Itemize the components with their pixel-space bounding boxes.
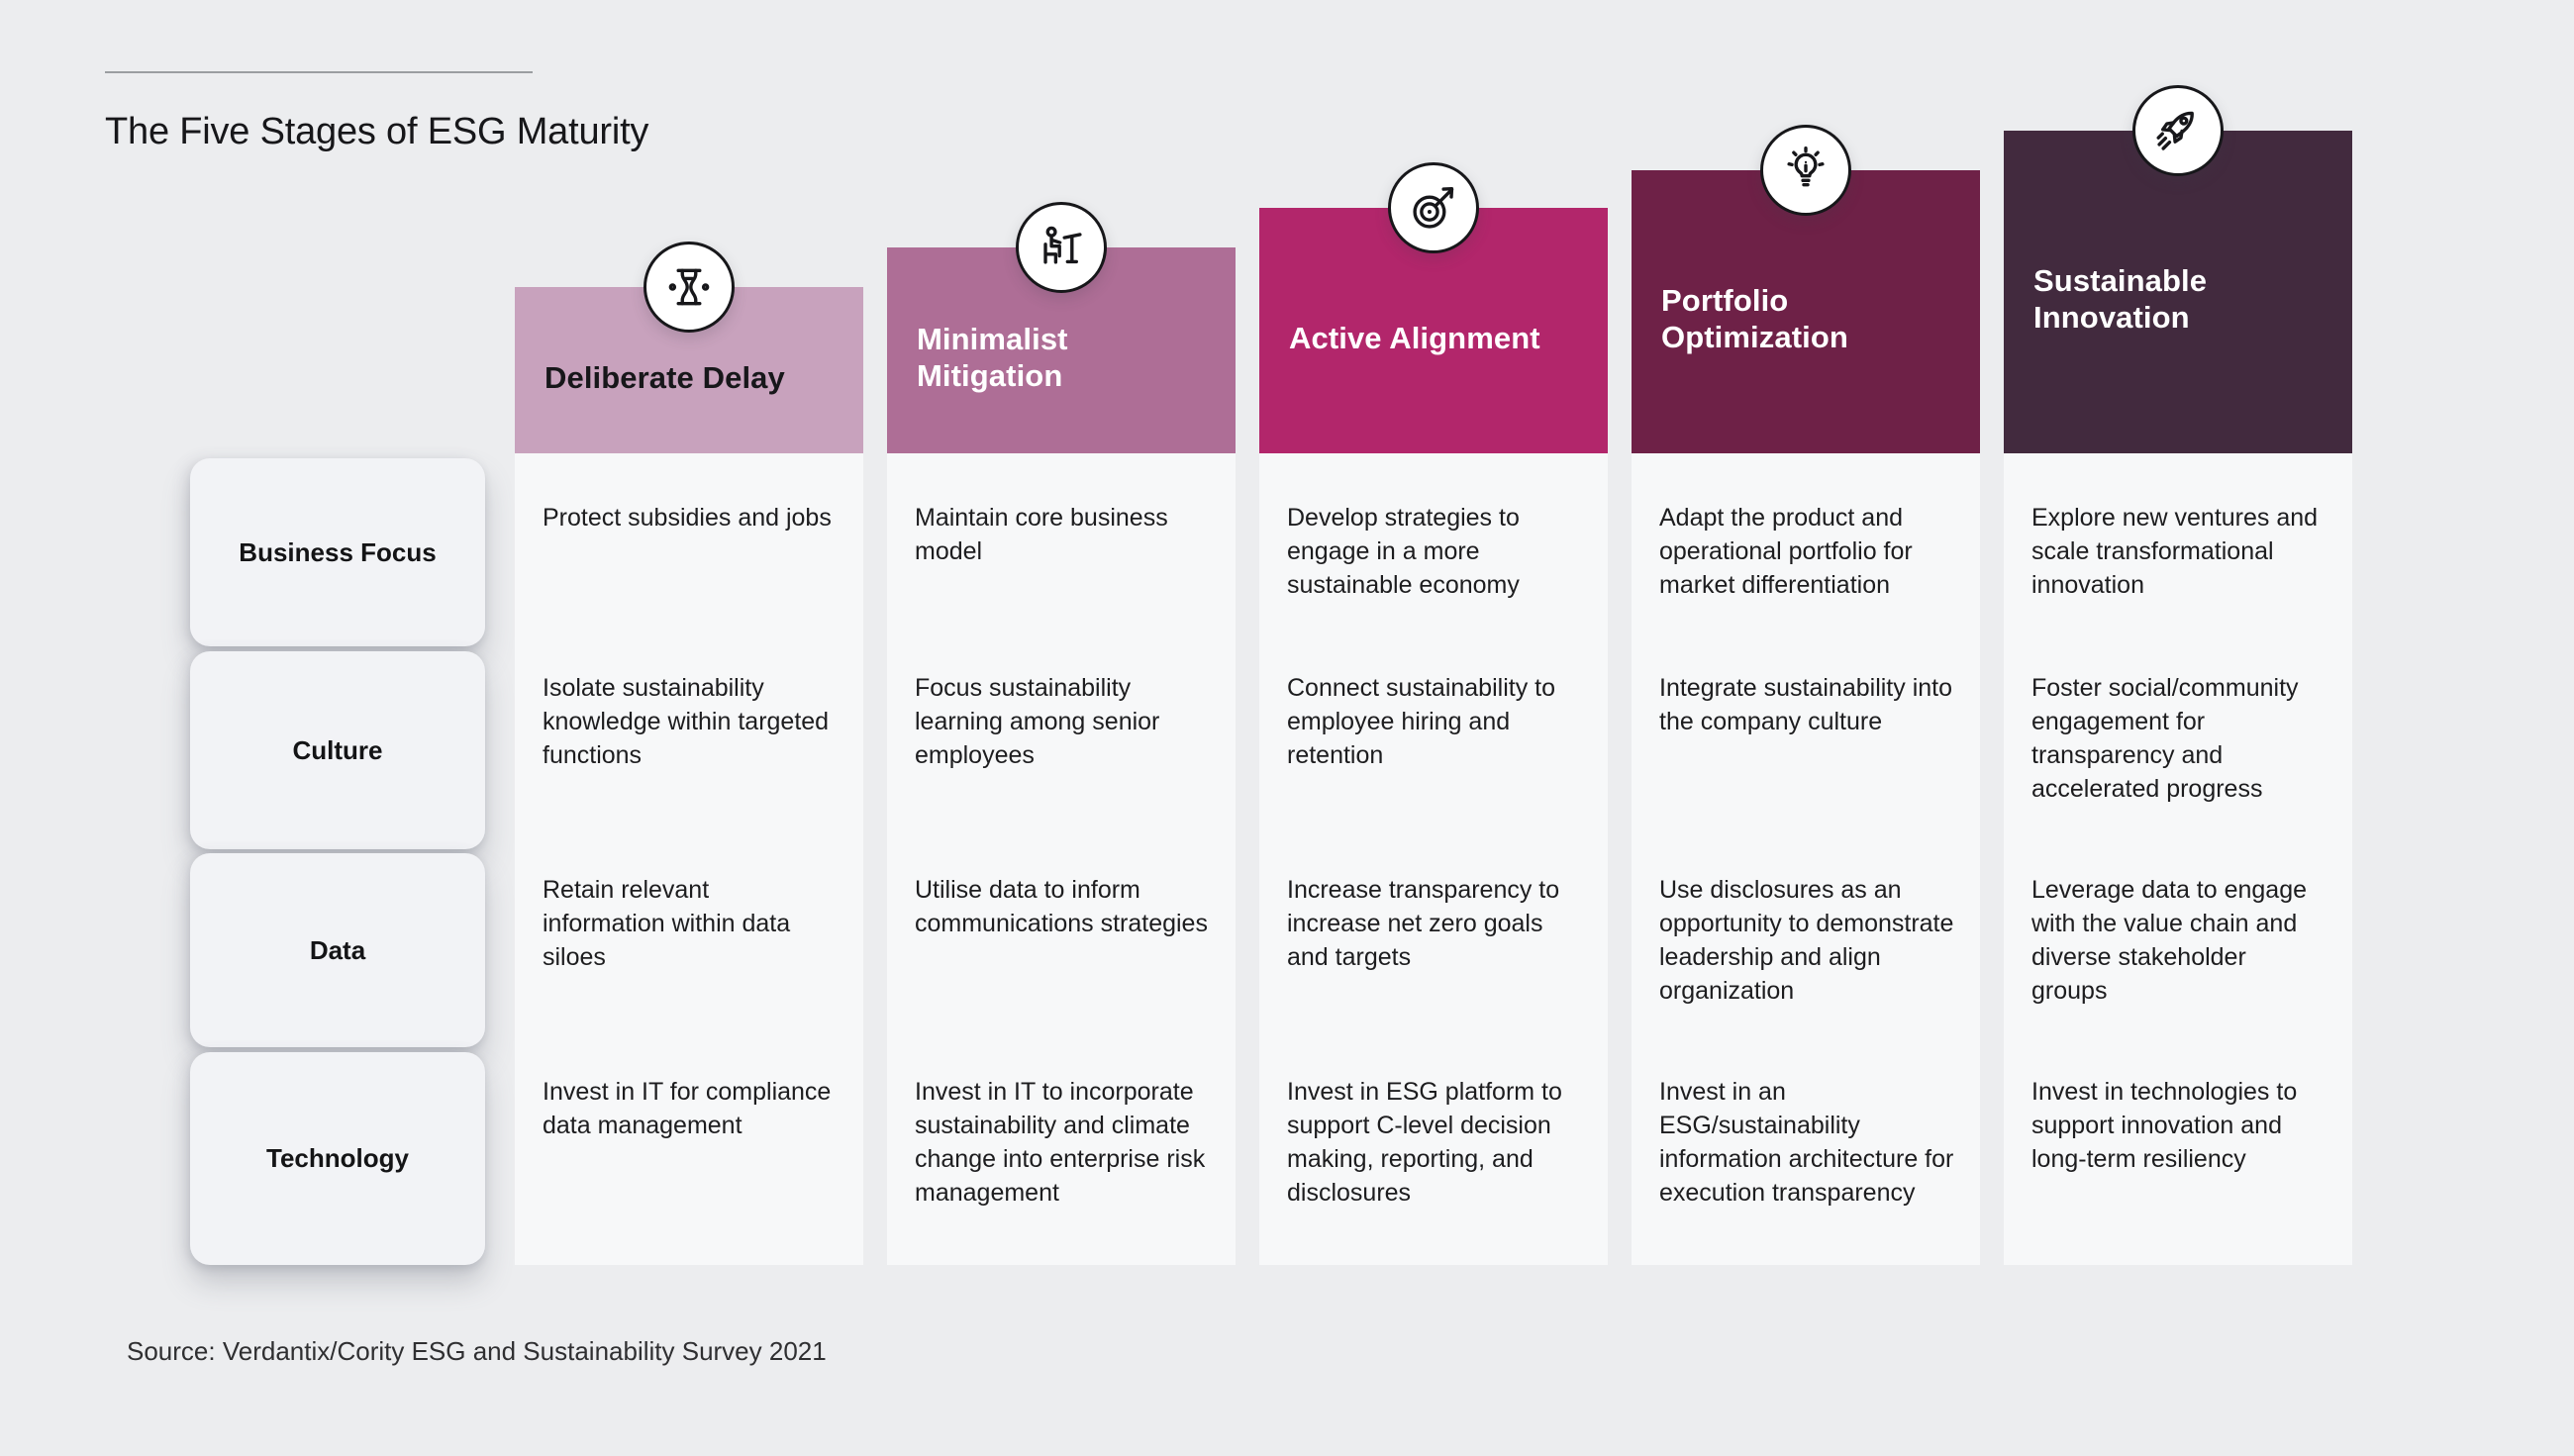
row-labels-column: Business Focus Culture Data Technology bbox=[0, 0, 515, 1456]
lightbulb-icon bbox=[1787, 146, 1825, 187]
stage-title: Active Alignment bbox=[1289, 320, 1540, 355]
row-label-technology: Technology bbox=[190, 1052, 485, 1265]
stage-body bbox=[515, 453, 863, 1265]
stage-column-sustainable-innovation: Sustainable Innovation Explore new ventu… bbox=[2004, 0, 2352, 1456]
row-label-business-focus: Business Focus bbox=[190, 458, 485, 646]
target-arrow-icon bbox=[1413, 186, 1454, 229]
stage-column-active-alignment: Active Alignment Develop strategies to e… bbox=[1259, 0, 1608, 1456]
stage-cell-technology: Invest in technologies to support innova… bbox=[2031, 1078, 2298, 1173]
stage-cell-technology: Invest in an ESG/sustainability informat… bbox=[1659, 1078, 1954, 1207]
stage-cell-data: Utilise data to inform communications st… bbox=[915, 876, 1208, 937]
stage-body bbox=[1259, 453, 1608, 1265]
stage-column-deliberate-delay: Deliberate Delay Protect subsidies and j… bbox=[515, 0, 863, 1456]
source-note: Source: Verdantix/Cority ESG and Sustain… bbox=[127, 1336, 827, 1366]
hourglass-icon bbox=[668, 268, 710, 306]
stage-header: Portfolio Optimization bbox=[1632, 170, 1980, 453]
stage-badge bbox=[1388, 162, 1479, 253]
stage-header: Sustainable Innovation bbox=[2004, 131, 2352, 453]
stage-badge bbox=[644, 242, 735, 333]
stage-cell-technology: Invest in IT to incorporate sustainabili… bbox=[915, 1078, 1206, 1207]
title-rule bbox=[105, 71, 533, 73]
stage-cell-technology: Invest in ESG platform to support C-leve… bbox=[1287, 1078, 1562, 1207]
stage-cell-business-focus: Explore new ventures and scale transform… bbox=[2031, 504, 2319, 599]
stage-column-minimalist-mitigation: Minimalist Mitigation Maintain core busi… bbox=[887, 0, 1236, 1456]
stage-title: Minimalist Mitigation bbox=[917, 322, 1068, 393]
stage-column-portfolio-optimization: Portfolio Optimization Adapt the product… bbox=[1632, 0, 1980, 1456]
stage-cell-culture: Foster social/community engagement for t… bbox=[2031, 674, 2299, 803]
stage-cell-technology: Invest in IT for compliance data managem… bbox=[543, 1078, 832, 1139]
stage-cell-culture: Connect sustainability to employee hirin… bbox=[1287, 674, 1555, 769]
stage-badge bbox=[1760, 125, 1851, 216]
stage-badge bbox=[1016, 202, 1107, 293]
stage-body bbox=[1632, 453, 1980, 1265]
stage-title: Sustainable Innovation bbox=[2033, 263, 2208, 335]
stage-cell-business-focus: Adapt the product and operational portfo… bbox=[1659, 504, 1913, 599]
rocket-icon bbox=[2156, 111, 2194, 150]
stage-cell-business-focus: Protect subsidies and jobs bbox=[543, 504, 832, 532]
stage-cell-business-focus: Maintain core business model bbox=[915, 504, 1168, 565]
desk-worker-icon bbox=[1043, 226, 1082, 264]
stage-cell-data: Use disclosures as an opportunity to dem… bbox=[1659, 876, 1954, 1005]
stage-cell-culture: Integrate sustainability into the compan… bbox=[1659, 674, 1953, 735]
stage-cell-data: Increase transparency to increase net ze… bbox=[1287, 876, 1560, 971]
stage-cell-business-focus: Develop strategies to engage in a more s… bbox=[1287, 504, 1520, 599]
stage-badge bbox=[2132, 85, 2224, 176]
stage-cell-data: Retain relevant information within data … bbox=[543, 876, 791, 971]
stage-title: Portfolio Optimization bbox=[1661, 283, 1848, 354]
row-label-data: Data bbox=[190, 853, 485, 1047]
stage-body bbox=[2004, 453, 2352, 1265]
row-label-culture: Culture bbox=[190, 651, 485, 849]
stage-body bbox=[887, 453, 1236, 1265]
stage-cell-culture: Focus sustainability learning among seni… bbox=[915, 674, 1160, 769]
stage-title: Deliberate Delay bbox=[544, 359, 785, 395]
stage-cell-data: Leverage data to engage with the value c… bbox=[2031, 876, 2308, 1005]
page-title: The Five Stages of ESG Maturity bbox=[105, 111, 649, 152]
stage-cell-culture: Isolate sustainability knowledge within … bbox=[543, 674, 830, 769]
